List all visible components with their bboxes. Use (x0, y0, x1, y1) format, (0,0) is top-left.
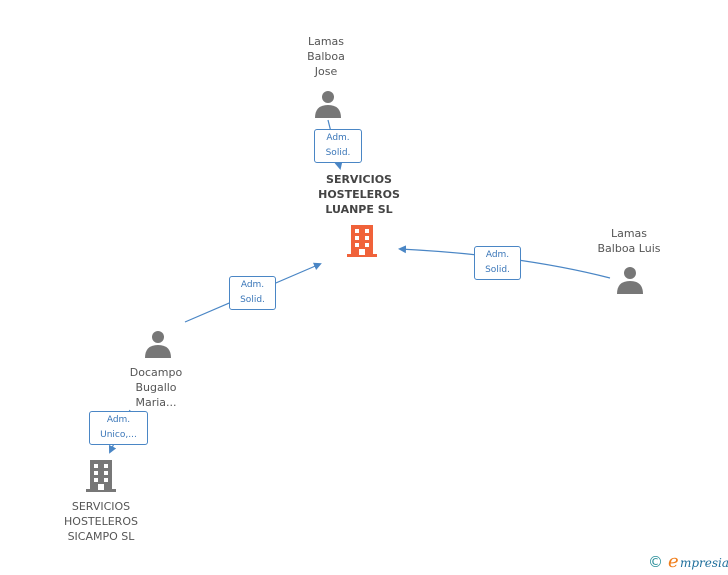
role-badge-docampo-sicampo[interactable]: Adm. Unico,... (89, 411, 148, 445)
brand-logo-text: mpresia (680, 556, 728, 570)
brand-logo-initial: e (668, 551, 679, 572)
copyright-symbol: © (648, 553, 663, 571)
building-icon[interactable] (345, 224, 379, 258)
node-label-servicios-hosteleros-sicampo[interactable]: SERVICIOS HOSTELEROS SICAMPO SL (64, 500, 138, 543)
building-icon[interactable] (84, 459, 118, 493)
person-icon[interactable] (143, 329, 173, 359)
person-icon[interactable] (313, 89, 343, 119)
node-label-lamas-balboa-jose[interactable]: Lamas Balboa Jose (307, 35, 345, 78)
node-label-servicios-hosteleros-luanpe[interactable]: SERVICIOS HOSTELEROS LUANPE SL (318, 173, 400, 216)
role-badge-luis-luanpe[interactable]: Adm. Solid. (474, 246, 521, 280)
role-badge-jose-luanpe[interactable]: Adm. Solid. (314, 129, 362, 163)
node-label-lamas-balboa-luis[interactable]: Lamas Balboa Luis (597, 227, 661, 255)
role-badge-docampo-luanpe[interactable]: Adm. Solid. (229, 276, 276, 310)
person-icon[interactable] (615, 265, 645, 295)
node-label-docampo-bugallo-maria[interactable]: Docampo Bugallo Maria... (129, 366, 183, 409)
